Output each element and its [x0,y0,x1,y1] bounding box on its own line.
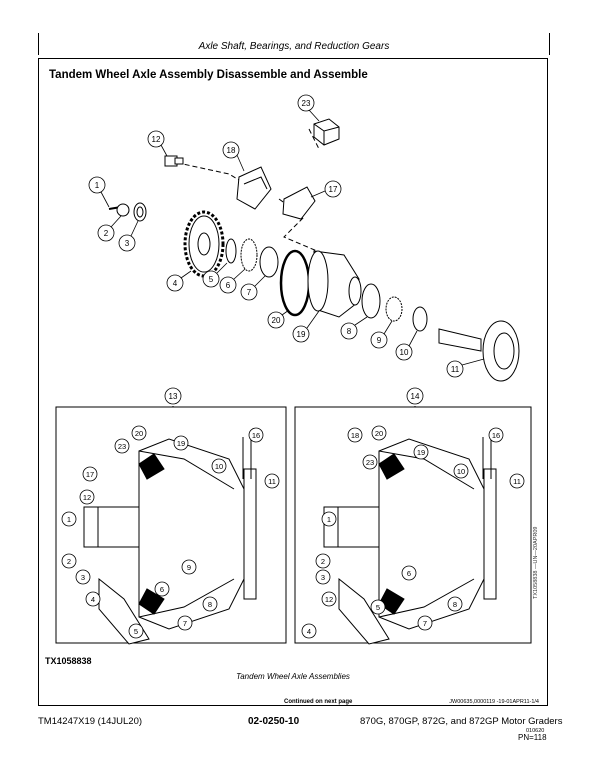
callout-23 [297,94,320,122]
figure-side-code: TX1058838 —UN—20APR09 [533,526,539,599]
svg-text:10: 10 [215,462,223,471]
callout-18 [222,141,245,172]
svg-text:16: 16 [492,431,500,440]
svg-text:12: 12 [83,493,91,502]
svg-text:23: 23 [302,99,311,108]
footer-models: 870G, 870GP, 872G, and 872GP Motor Grade… [360,716,563,727]
svg-text:9: 9 [377,336,382,345]
callout-7 [240,275,266,301]
svg-text:12: 12 [325,595,333,604]
svg-text:5: 5 [209,275,214,284]
svg-text:5: 5 [376,603,380,612]
header-title: Axle Shaft, Bearings, and Reduction Gear… [198,41,390,52]
callout-12 [147,130,168,157]
page-header: Axle Shaft, Bearings, and Reduction Gear… [38,33,550,55]
svg-text:20: 20 [375,429,383,438]
svg-text:9: 9 [187,563,191,572]
svg-text:12: 12 [152,135,161,144]
callout-8 [340,316,368,340]
callout-5 [202,262,228,288]
svg-text:23: 23 [366,458,374,467]
svg-text:4: 4 [307,627,311,636]
svg-text:18: 18 [351,431,359,440]
callout-19 [292,310,320,343]
content-frame: Tandem Wheel Axle Assembly Disassemble a… [38,58,548,706]
section-title: Tandem Wheel Axle Assembly Disassemble a… [49,69,368,81]
callout-9 [370,320,393,349]
callout-10 [395,330,418,361]
svg-text:11: 11 [513,477,521,486]
svg-text:3: 3 [321,573,325,582]
svg-text:20: 20 [135,429,143,438]
svg-text:7: 7 [423,619,427,628]
svg-text:5: 5 [134,627,138,636]
svg-text:6: 6 [226,281,231,290]
callout-3 [118,220,139,252]
exploded-axle-diagram: 23 12 18 17 1 2 3 4 5 6 7 20 19 8 9 10 1… [55,94,532,645]
callout-20 [267,309,290,329]
svg-text:1: 1 [95,181,100,190]
svg-text:19: 19 [297,330,306,339]
svg-text:7: 7 [247,288,252,297]
svg-text:10: 10 [457,467,465,476]
svg-text:8: 8 [208,600,212,609]
callout-11 [446,358,485,378]
svg-text:17: 17 [86,470,94,479]
svg-text:2: 2 [67,557,71,566]
svg-text:13: 13 [169,392,178,401]
svg-text:1: 1 [327,515,331,524]
svg-text:14: 14 [411,392,420,401]
figure-caption: Tandem Wheel Axle Assemblies [236,672,350,681]
footer-page-number: PN=118 [518,733,547,742]
doc-code: JW00635,0000119 -19-01APR11-1/4 [449,699,539,705]
callout-1 [88,176,110,208]
svg-text:3: 3 [125,239,130,248]
callout-6 [219,268,246,294]
svg-text:2: 2 [321,557,325,566]
svg-text:1: 1 [67,515,71,524]
footer-small-code: 010620 [526,728,545,734]
callout-4 [166,270,192,292]
svg-text:6: 6 [160,585,164,594]
svg-text:17: 17 [329,185,338,194]
footer-page-code: 02-0250-10 [248,716,300,727]
callout-13 [164,387,182,405]
svg-text:11: 11 [451,365,460,374]
svg-text:8: 8 [453,600,457,609]
svg-text:4: 4 [173,279,178,288]
figure-id: TX1058838 [45,656,92,666]
svg-text:7: 7 [183,619,187,628]
svg-text:18: 18 [227,146,236,155]
svg-text:19: 19 [177,439,185,448]
callouts [88,94,485,405]
continued-note: Continued on next page [284,699,353,705]
svg-text:2: 2 [104,229,109,238]
svg-text:11: 11 [268,477,276,486]
svg-text:19: 19 [417,448,425,457]
footer-manual-id: TM14247X19 (14JUL20) [38,716,143,727]
svg-text:3: 3 [81,573,85,582]
svg-text:10: 10 [400,348,409,357]
svg-text:20: 20 [272,316,281,325]
svg-text:8: 8 [347,327,352,336]
svg-text:23: 23 [118,442,126,451]
callout-14 [406,387,424,405]
svg-text:4: 4 [91,595,95,604]
svg-text:16: 16 [252,431,260,440]
callout-17 [310,180,342,198]
svg-text:6: 6 [407,569,411,578]
callout-2 [97,215,122,242]
